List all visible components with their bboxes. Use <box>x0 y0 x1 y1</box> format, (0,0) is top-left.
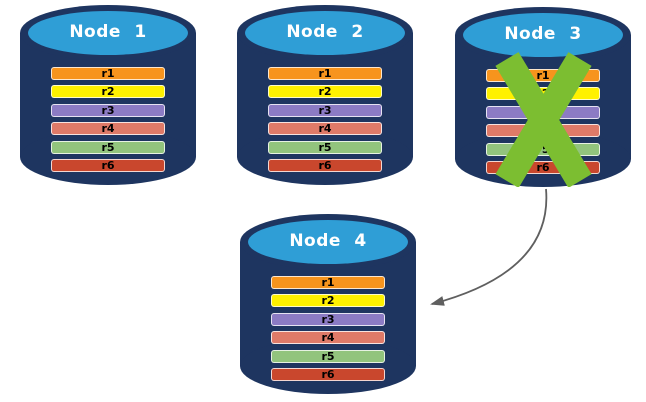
replica-bar-r4: r4 <box>51 122 165 136</box>
node-title: Node 3 <box>504 24 582 44</box>
arrow-curve <box>430 188 548 306</box>
node-title: Node 1 <box>69 22 147 42</box>
replica-bar-r3: r3 <box>51 103 165 117</box>
replica-list: r1 r2 r3 r4 r5 r6 <box>271 276 385 386</box>
replica-bar-r3: r3 <box>271 312 385 326</box>
replica-bar-r4: r4 <box>268 122 382 136</box>
replica-list: r1 r2 r3 r4 r5 r6 <box>268 67 382 177</box>
replica-bar-r1: r1 <box>271 276 385 289</box>
cylinder-top-face <box>248 220 408 264</box>
replica-bar-r2: r2 <box>271 294 385 308</box>
replica-bar-r5: r5 <box>268 140 382 154</box>
replica-bar-r2: r2 <box>268 85 382 99</box>
cylinder-top-face <box>245 11 405 55</box>
replica-bar-r6: r6 <box>51 158 165 172</box>
replica-bar-r4: r4 <box>271 331 385 345</box>
replica-bar-r5: r5 <box>271 349 385 363</box>
node-1: Node 1 r1 r2 r3 r4 r5 r6 <box>20 5 196 185</box>
replica-bar-r1: r1 <box>268 67 382 80</box>
replica-bar-r5: r5 <box>51 140 165 154</box>
failure-x-icon <box>495 52 592 187</box>
replica-list: r1 r2 r3 r4 r5 r6 <box>51 67 165 177</box>
cylinder-top-face <box>28 11 188 55</box>
cylinder-bottom <box>237 129 413 185</box>
cylinder-top-face <box>463 13 623 57</box>
cylinder-bottom <box>20 129 196 185</box>
replica-bar-r6: r6 <box>268 158 382 172</box>
node-2: Node 2 r1 r2 r3 r4 r5 r6 <box>237 5 413 185</box>
replica-bar-r1: r1 <box>51 67 165 80</box>
replica-bar-r3: r3 <box>268 103 382 117</box>
node-4: Node 4 r1 r2 r3 r4 r5 r6 <box>240 214 416 394</box>
replica-bar-r2: r2 <box>51 85 165 99</box>
node-title: Node 2 <box>286 22 364 42</box>
replica-bar-r6: r6 <box>271 367 385 381</box>
node-title: Node 4 <box>289 231 367 251</box>
node-3: Node 3 r1 r2 r3 r4 r5 r6 <box>455 7 631 187</box>
cylinder-bottom <box>240 338 416 394</box>
